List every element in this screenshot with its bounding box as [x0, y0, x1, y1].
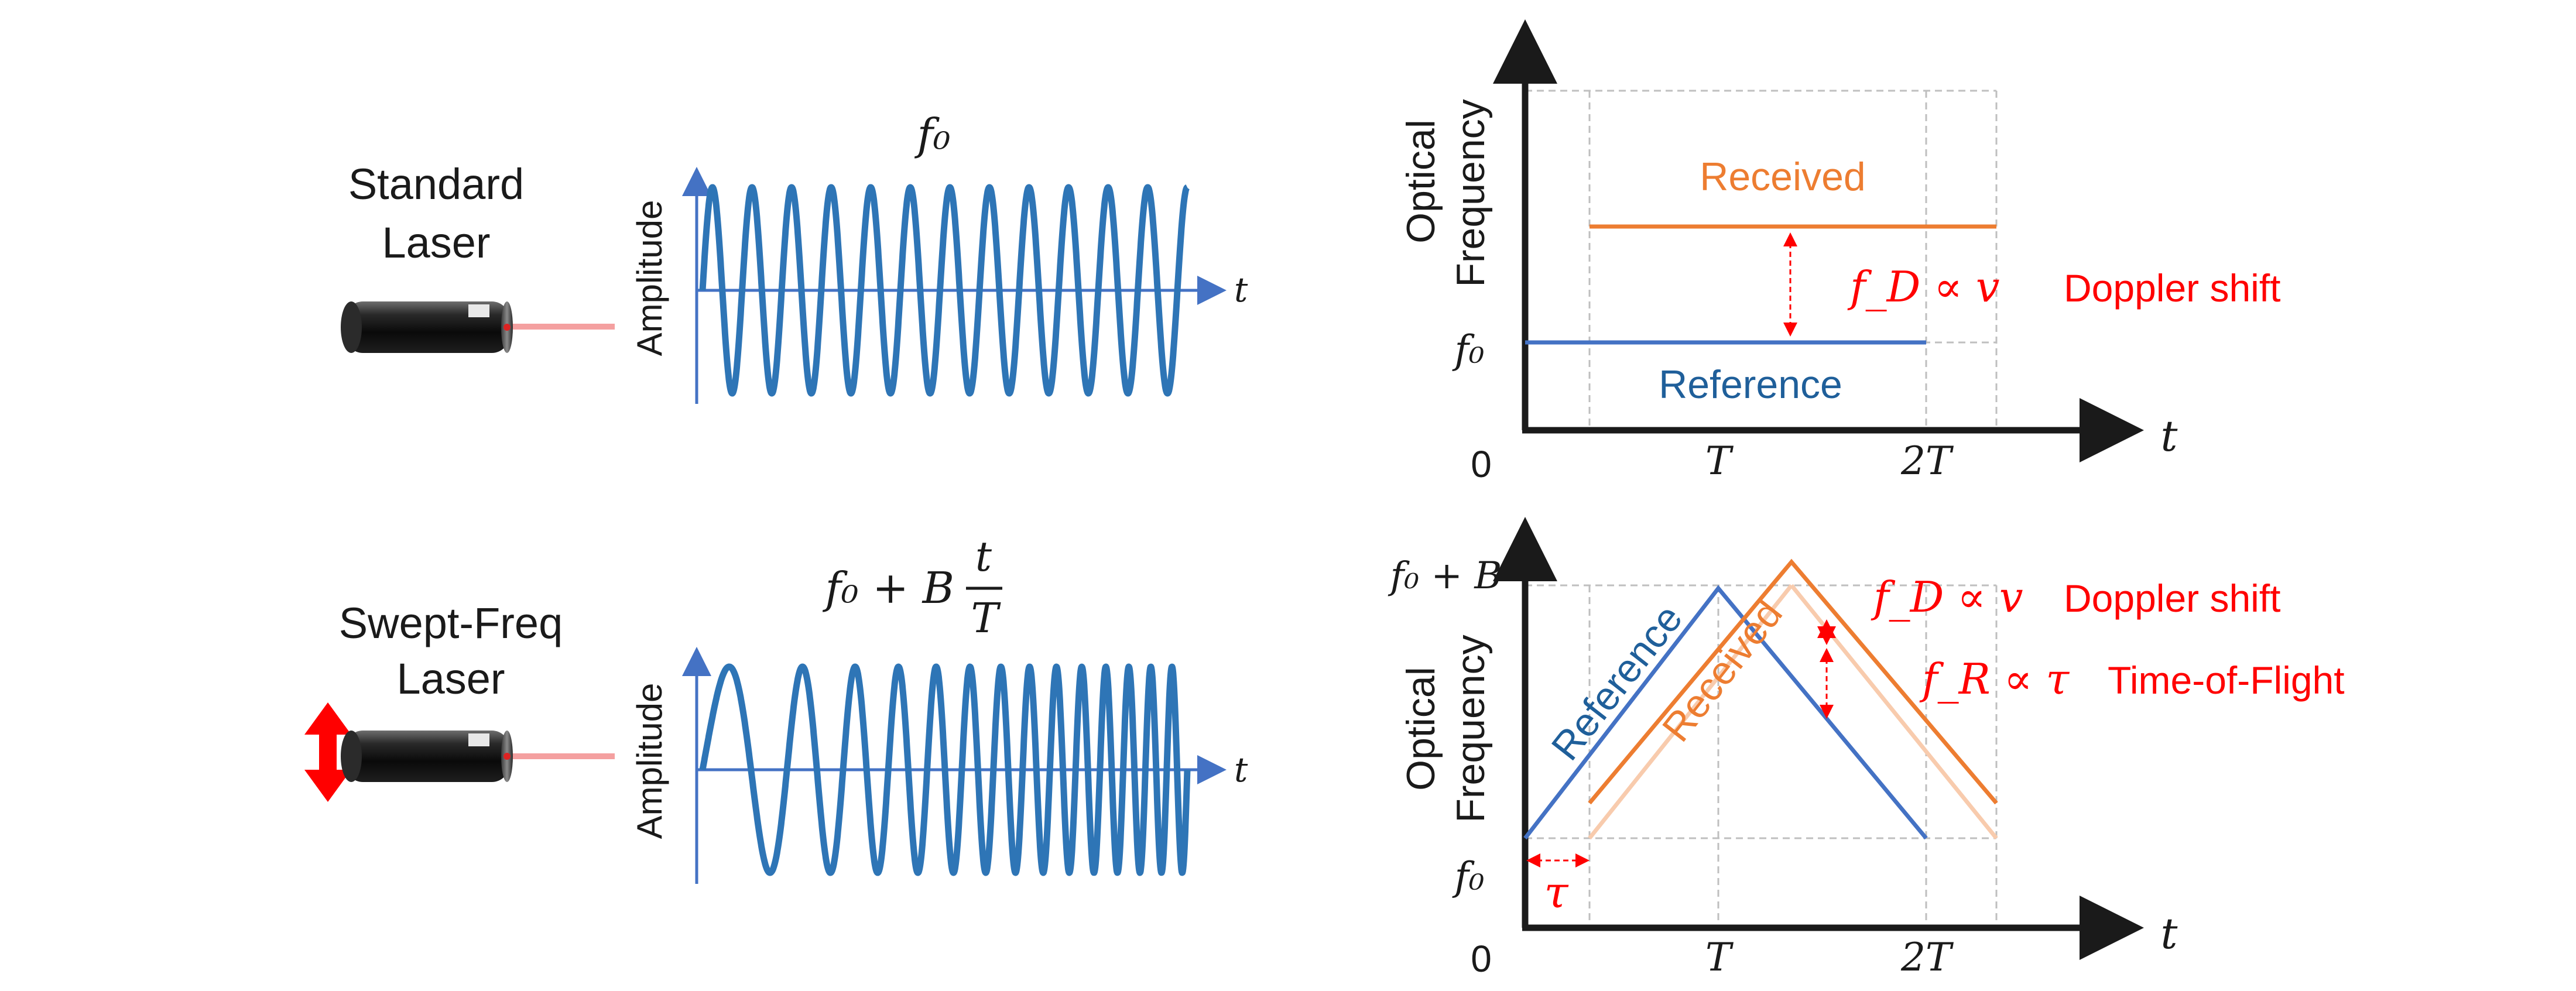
- doppler-formula: f_D ∝ v: [1847, 262, 2000, 311]
- chirp-title-numerator: t: [975, 533, 992, 581]
- swept-optical-frequency-line1: Optical: [1399, 667, 1443, 791]
- chirp-amplitude-axis-label: Amplitude: [630, 683, 669, 839]
- constant-frequency-wave: [699, 184, 1190, 397]
- swept-origin-label: 0: [1471, 938, 1492, 980]
- received-triangle: [1588, 558, 1998, 805]
- swept-optical-frequency-line2: Frequency: [1448, 635, 1493, 822]
- y-tick-f0-bottom: f₀: [1452, 854, 1485, 899]
- chirp-wave-plot: Amplitude t f₀ + B t T: [630, 533, 1248, 884]
- chirped-wave: [699, 663, 1191, 876]
- doppler-shift-text: Doppler shift: [2064, 266, 2281, 310]
- reference-label: Reference: [1659, 362, 1842, 407]
- standard-laser-icon: [341, 301, 615, 353]
- tuning-arrow-icon: [304, 702, 351, 802]
- reference-slope-label: Reference: [1543, 596, 1691, 769]
- time-of-flight-text: Time-of-Flight: [2108, 659, 2345, 702]
- swept-chart-grid: [1525, 584, 1998, 928]
- x-tick-T: T: [1705, 438, 1734, 484]
- chirp-t-label: t: [1234, 750, 1248, 790]
- swept-x-tick-2T: 2T: [1900, 935, 1954, 980]
- top-row: Standard Laser Amplitude t f₀: [341, 19, 2281, 485]
- standard-wave-plot: Amplitude t f₀: [630, 109, 1248, 404]
- reference-triangle: [1523, 585, 1928, 840]
- received-label: Received: [1700, 155, 1866, 199]
- x-tick-2T: 2T: [1900, 438, 1954, 484]
- origin-label: 0: [1471, 443, 1492, 485]
- constant-frequency-chart: Received Reference Optical Frequency f₀ …: [1399, 19, 2281, 485]
- optical-frequency-label-line1: Optical: [1399, 119, 1443, 244]
- standard-laser-label-line2: Laser: [382, 218, 490, 267]
- swept-laser-label-line1: Swept-Freq: [339, 599, 563, 647]
- amplitude-axis-label: Amplitude: [630, 200, 669, 356]
- optical-frequency-label-line2: Frequency: [1448, 99, 1493, 287]
- tau-label: τ: [1544, 867, 1569, 918]
- swept-laser-icon: [341, 731, 615, 782]
- wave-t-label: t: [1234, 270, 1248, 310]
- y-tick-f0-plus-B: f₀ + B: [1388, 554, 1502, 598]
- chirp-title-denominator: T: [971, 594, 1001, 642]
- swept-frequency-chart: Reference Received Optical Frequency f₀ …: [1388, 517, 2345, 980]
- time-of-flight-formula: f_R ∝ τ: [1919, 654, 2070, 704]
- wave-title-f0: f₀: [914, 109, 950, 160]
- standard-laser-label-line1: Standard: [348, 160, 524, 208]
- swept-doppler-formula: f_D ∝ v: [1871, 572, 2023, 622]
- bottom-row: Swept-Freq Laser Amplitude t f₀ + B t T: [304, 517, 2345, 980]
- chirp-title-main: f₀ + B: [823, 563, 954, 613]
- swept-laser-label-line2: Laser: [396, 654, 505, 703]
- swept-doppler-text: Doppler shift: [2064, 577, 2281, 620]
- swept-t-axis-label: t: [2161, 909, 2178, 958]
- swept-x-tick-T: T: [1705, 935, 1734, 980]
- y-tick-f0: f₀: [1452, 327, 1485, 372]
- received-light-up-ramp: [1588, 584, 1793, 840]
- t-axis-label: t: [2161, 412, 2178, 461]
